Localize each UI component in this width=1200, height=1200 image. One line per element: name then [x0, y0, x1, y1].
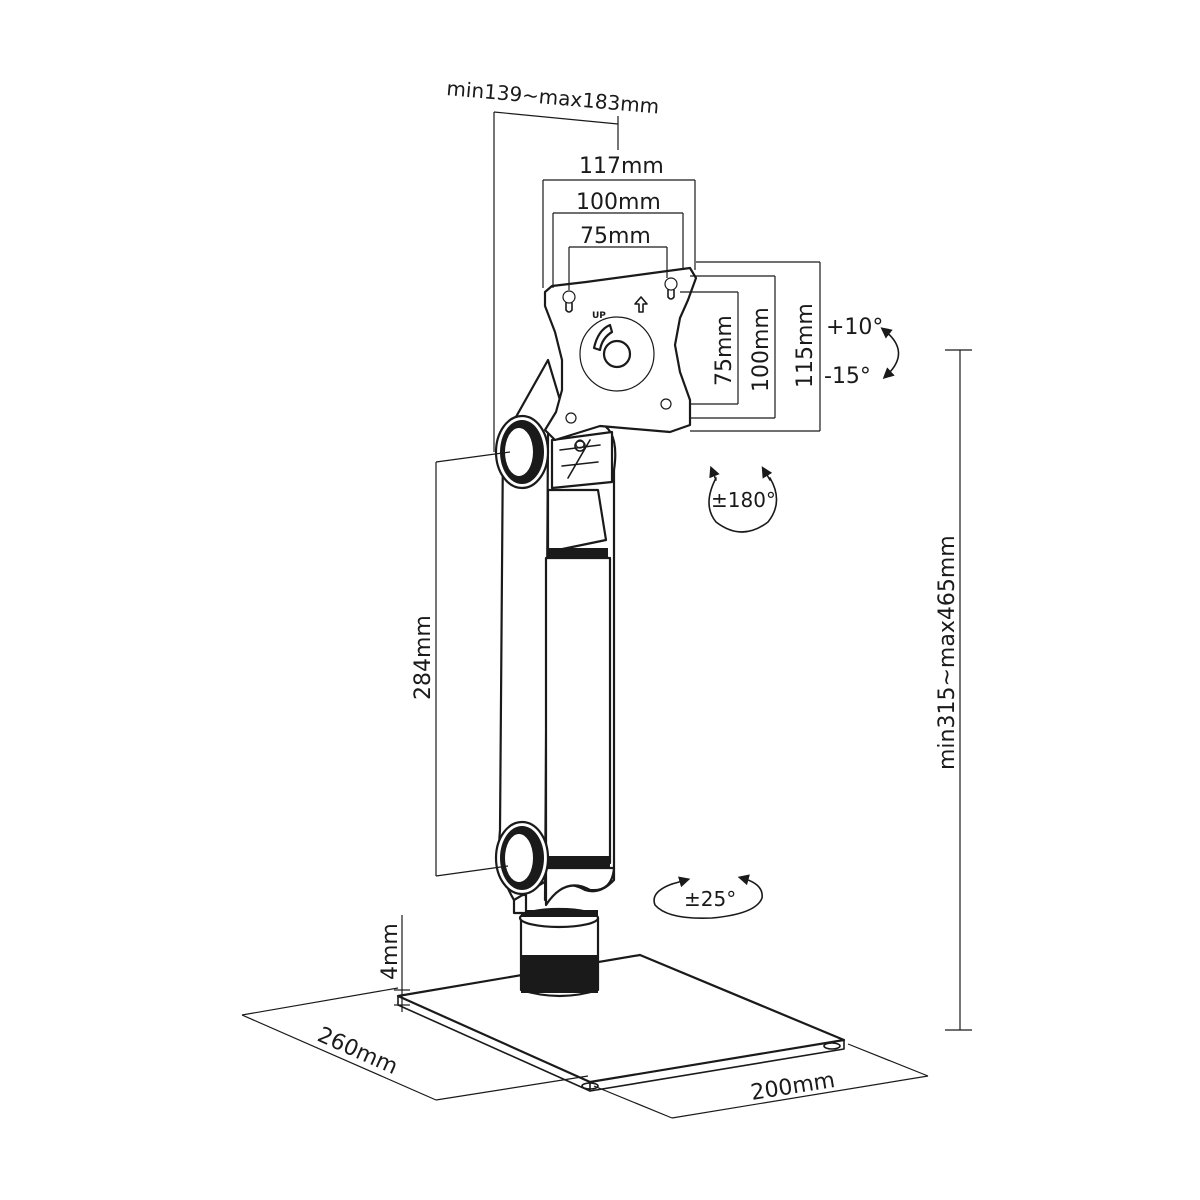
- vesa-width-75-dimension: 75mm: [568, 224, 668, 290]
- up-arrow-icon: [634, 296, 648, 313]
- arm: [494, 358, 617, 907]
- vesa-plate: UP: [543, 266, 698, 449]
- base-plate: [396, 953, 846, 1092]
- rotation-arrow-icon: [709, 465, 720, 481]
- vesa-width-100-label: 100mm: [576, 190, 661, 215]
- total-height-label: min315~max465mm: [935, 535, 960, 770]
- vesa-width-117-label: 117mm: [579, 154, 664, 179]
- arm-length-label: 284mm: [411, 615, 436, 700]
- base-width-label: 200mm: [749, 1068, 837, 1106]
- vesa-height-115-dimension: 115mm: [690, 261, 821, 432]
- vesa-height-100-label: 100mm: [749, 307, 774, 392]
- up-label: UP: [592, 311, 606, 321]
- column: [512, 893, 600, 998]
- tilt-up-label: +10°: [826, 315, 883, 340]
- arm-length-dimension: 284mm: [411, 451, 511, 877]
- mounting-slot: [562, 290, 576, 313]
- swivel-arrow-icon: [653, 874, 763, 920]
- vesa-width-117-dimension: 117mm: [542, 154, 696, 288]
- vesa-height-75-label: 75mm: [712, 315, 737, 386]
- tilt-indicator: +10° -15°: [824, 315, 900, 389]
- rotation-indicator: ±180°: [708, 465, 778, 533]
- swivel-label: ±25°: [684, 887, 736, 911]
- swivel-indicator: ±25°: [653, 874, 763, 920]
- rotation-label: ±180°: [711, 488, 776, 512]
- vesa-height-100-dimension: 100mm: [690, 275, 776, 419]
- total-height-dimension: min315~max465mm: [935, 349, 972, 1031]
- base-depth-label: 260mm: [314, 1023, 402, 1080]
- vesa-height-75-dimension: 75mm: [680, 291, 739, 405]
- mounting-slot: [664, 277, 678, 300]
- vesa-width-100-dimension: 100mm: [552, 190, 684, 288]
- base-thickness-label: 4mm: [378, 923, 403, 980]
- vesa-width-75-label: 75mm: [580, 224, 651, 249]
- tilt-down-label: -15°: [824, 364, 871, 389]
- vesa-height-115-label: 115mm: [793, 303, 818, 388]
- tilt-arrow-icon: [880, 327, 900, 380]
- arm-extension-label: min139~max183mm: [446, 76, 661, 119]
- base-thickness-dimension: 4mm: [378, 915, 410, 1012]
